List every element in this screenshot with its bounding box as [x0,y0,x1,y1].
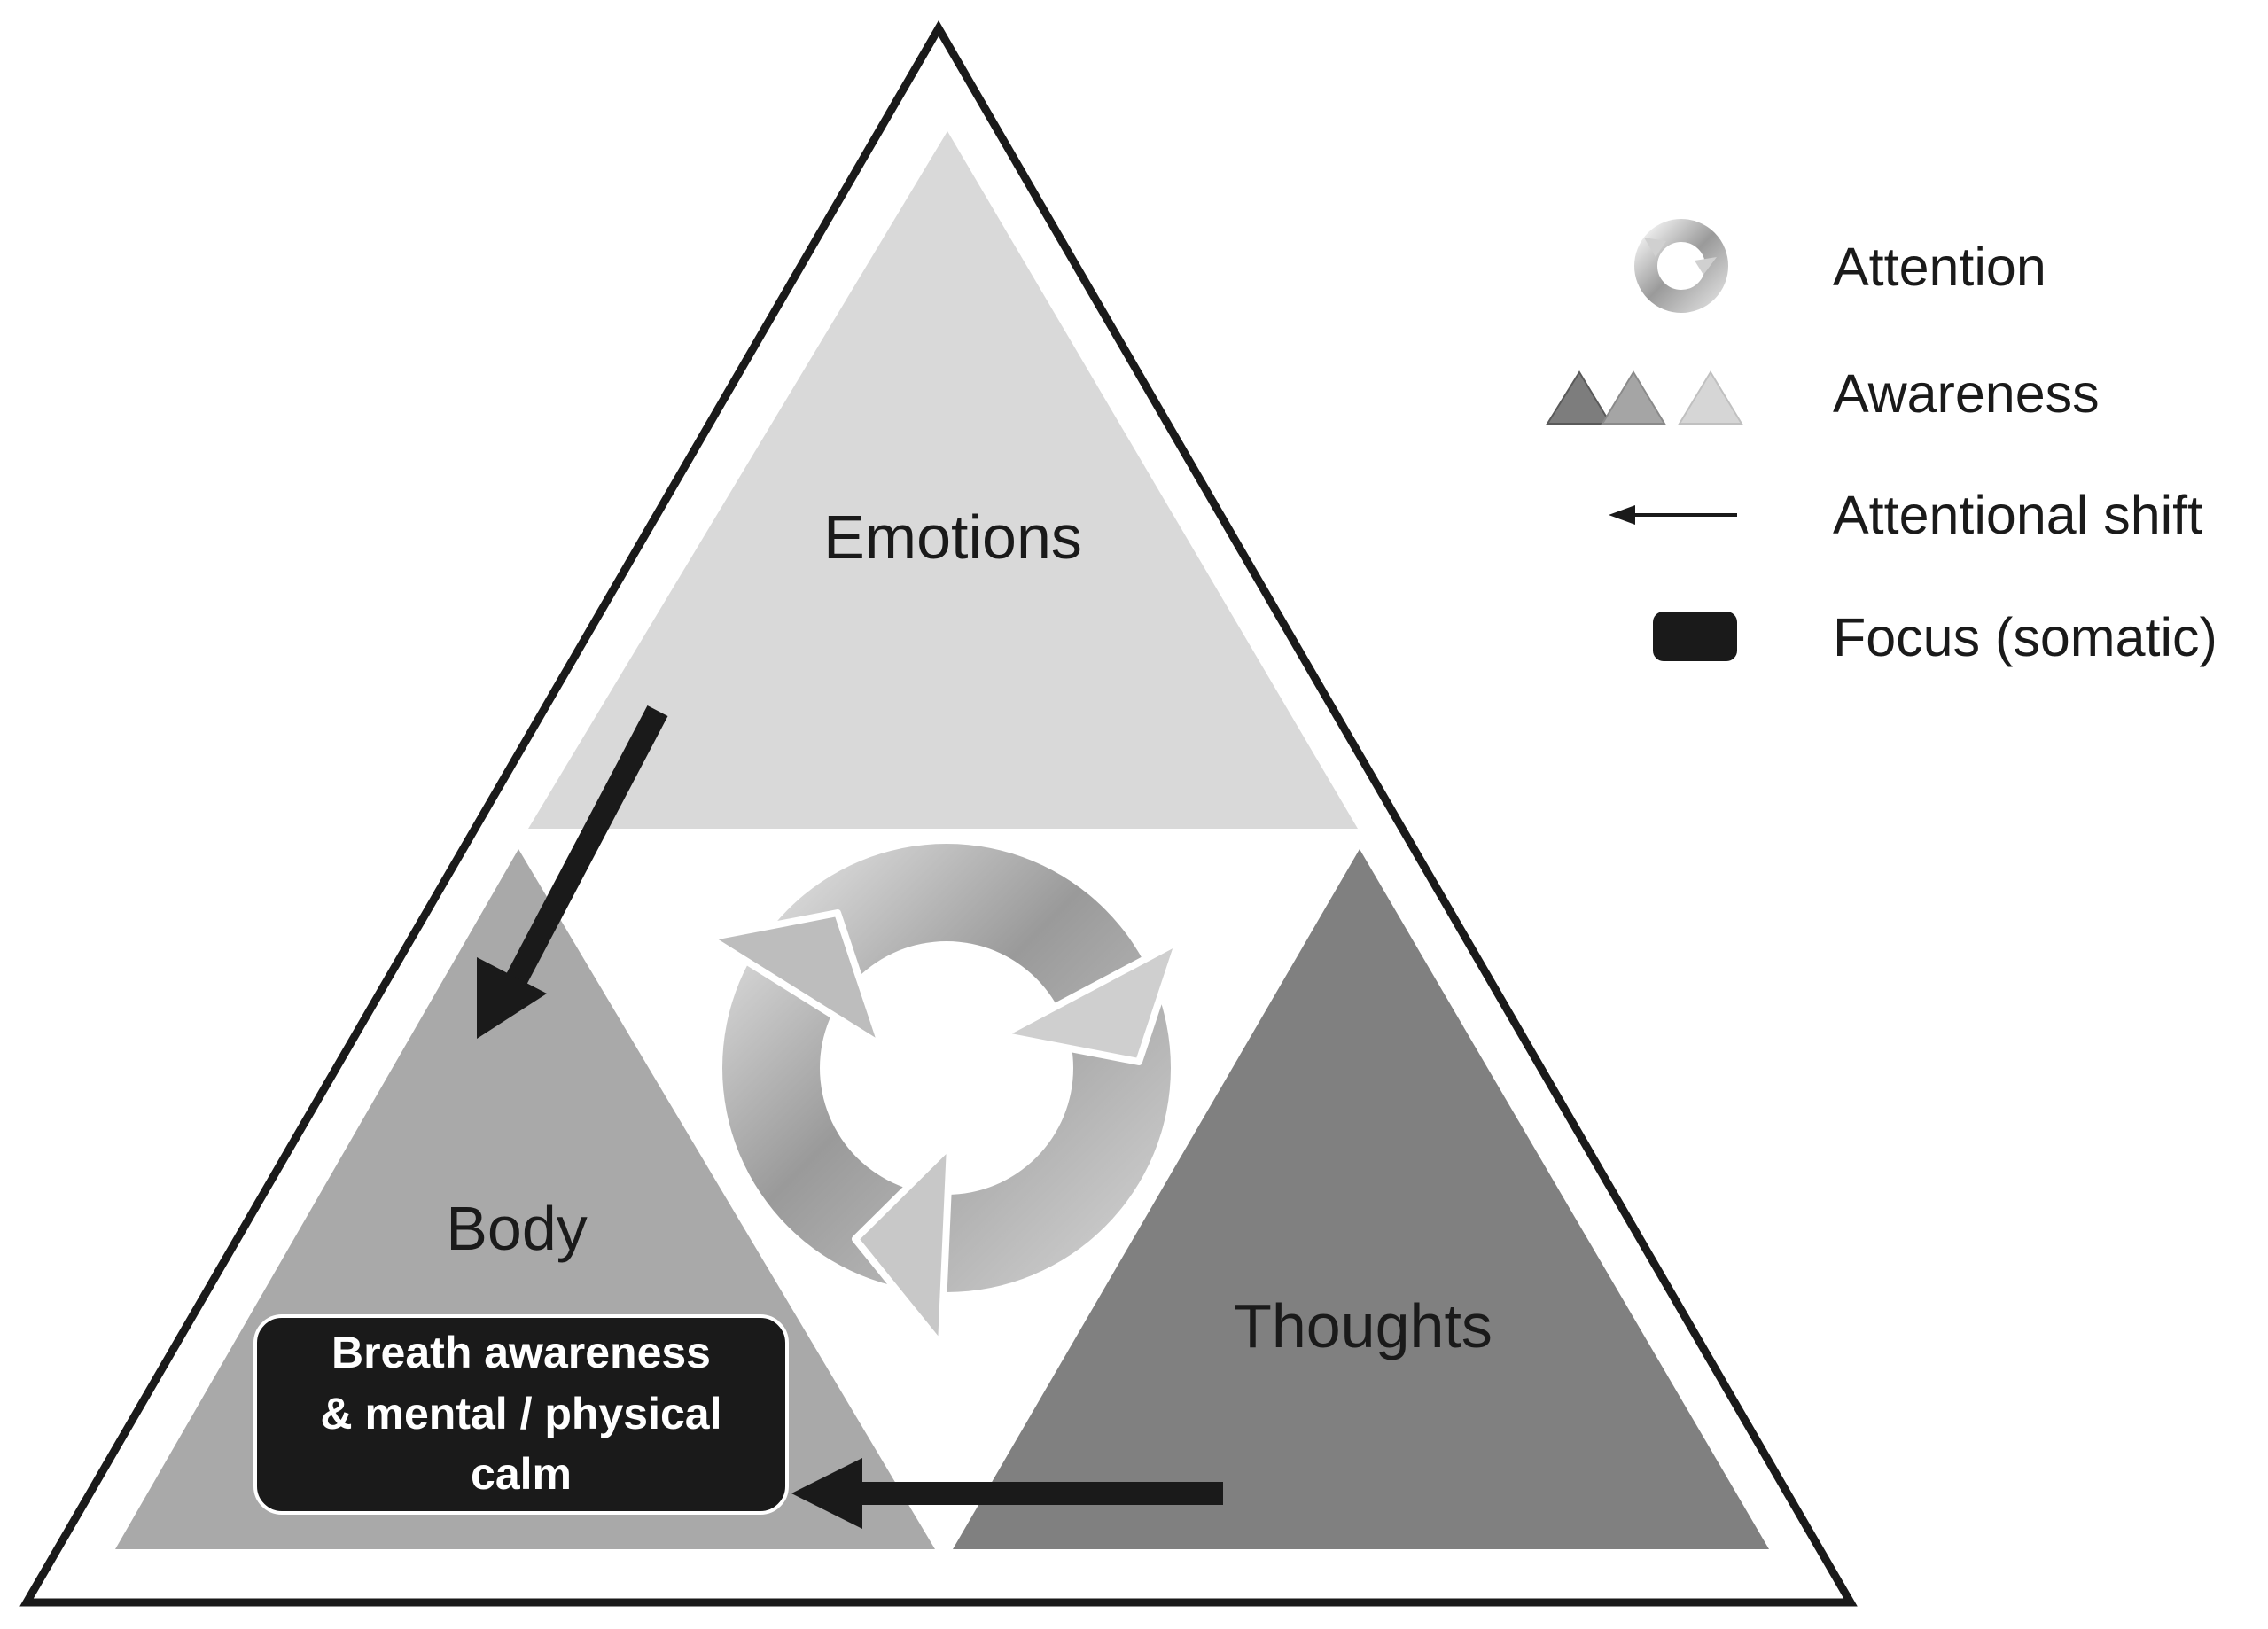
legend-attentional-shift-label: Attentional shift [1833,485,2202,545]
thoughts-region [953,849,1769,1549]
attention-cycle-icon [705,844,1182,1349]
body-label: Body [446,1194,588,1263]
shift-arrow-emotions-to-body [477,705,668,1039]
emotions-region [528,131,1358,829]
legend-focus-label: Focus (somatic) [1833,607,2217,667]
emotions-label: Emotions [823,503,1082,572]
legend-awareness-icon [1546,370,1743,425]
legend-attention-label: Attention [1833,237,2046,297]
focus-line-3: calm [471,1449,572,1499]
focus-box: Breath awareness & mental / physical cal… [253,1314,789,1515]
legend: Attention Awareness Attentional shift Fo… [1546,219,2217,667]
legend-attention-icon [1634,219,1728,313]
focus-line-2: & mental / physical [321,1389,722,1438]
thoughts-label: Thoughts [1234,1291,1493,1360]
shift-arrow-thoughts-to-body [791,1458,1223,1529]
focus-line-1: Breath awareness [331,1328,711,1377]
legend-awareness-label: Awareness [1833,363,2100,424]
legend-focus-icon [1653,612,1737,661]
legend-arrow-icon [1609,505,1737,525]
